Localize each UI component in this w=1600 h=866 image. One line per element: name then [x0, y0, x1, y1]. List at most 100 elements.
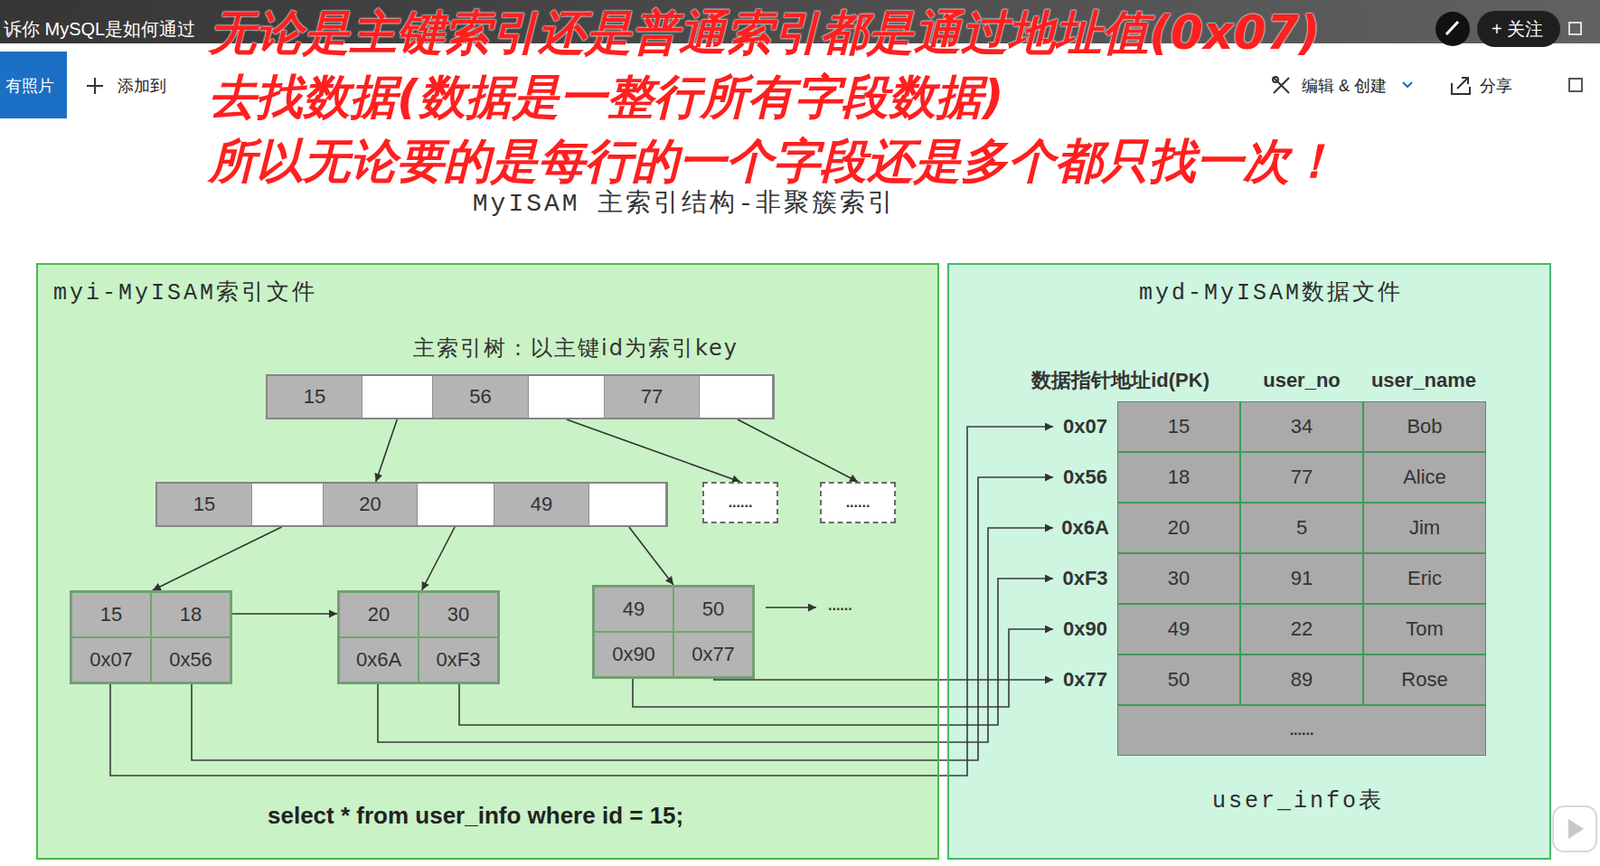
- address-value: 0x6A: [1061, 516, 1110, 540]
- panel-text: user_name: [1371, 368, 1477, 393]
- field-cell: 34: [1240, 401, 1364, 452]
- address-label: 0x90: [1053, 603, 1118, 655]
- field-cell: 20: [1117, 502, 1241, 554]
- address-value: 0x56: [1063, 465, 1108, 490]
- key-number: 50: [702, 597, 725, 622]
- tree-arrow: [422, 527, 456, 591]
- next-leaf-arrow: [765, 606, 817, 609]
- panel-text: 数据指针地址id(PK): [1031, 368, 1210, 393]
- key-cell: 56: [432, 376, 529, 418]
- field-cell: Rose: [1363, 654, 1487, 706]
- key-number: 49: [530, 492, 553, 517]
- pointer-line: [714, 678, 1054, 680]
- share-icon: [1451, 77, 1470, 95]
- key-cell: 20: [338, 592, 419, 638]
- field-value: 34: [1290, 414, 1313, 439]
- address-value: 0x07: [89, 648, 133, 672]
- address-cell: 0x90: [593, 631, 674, 678]
- address-label: 0xF3: [1053, 553, 1118, 604]
- field-cell: 91: [1240, 553, 1364, 604]
- field-cell: 77: [1240, 451, 1364, 503]
- address-label: 0x56: [1053, 451, 1118, 503]
- tree-arrow: [376, 419, 398, 482]
- field-value: 15: [1167, 414, 1190, 439]
- field-cell: 15: [1117, 401, 1241, 452]
- pointer-line: [377, 527, 1054, 743]
- follow-text: + 关注: [1491, 18, 1544, 40]
- play-triangle: [1568, 818, 1584, 839]
- field-value: 18: [1167, 465, 1190, 490]
- pointer-cell: [699, 376, 773, 418]
- key-number: 18: [179, 602, 202, 627]
- field-value: 89: [1290, 668, 1313, 692]
- leaf-node: 15 18 0x07 0x56: [69, 590, 233, 685]
- key-number: 15: [303, 385, 326, 409]
- data-row: 0xF33091Eric: [1053, 553, 1487, 604]
- address-label: 0x6A: [1053, 502, 1118, 554]
- address-value: 0x56: [169, 648, 213, 672]
- field-value: Eric: [1407, 566, 1442, 591]
- key-cell: 15: [267, 376, 363, 418]
- pointer-cell: [528, 376, 605, 418]
- key-number: 15: [100, 602, 123, 627]
- pointer-line: [110, 426, 1054, 776]
- leaf-node: 49500x900x77: [592, 584, 755, 679]
- diagram-title: MyISAM 主索引结构-非聚簇索引: [472, 190, 896, 218]
- field-cell: 50: [1117, 654, 1241, 706]
- field-cell: Jim: [1363, 502, 1487, 554]
- address-cell: 0xF3: [418, 637, 499, 683]
- field-cell: 5: [1240, 502, 1364, 554]
- leaf-node: 20300x6A0xF3: [337, 590, 500, 685]
- ellipsis-text: ......: [728, 493, 753, 512]
- key-number: 56: [469, 385, 491, 409]
- key-number: 49: [622, 597, 645, 622]
- key-number: 20: [367, 602, 390, 627]
- field-cell: Eric: [1363, 553, 1487, 604]
- file-panel: myi-MyISAM索引文件主索引树：以主键id为索引key select * f…: [36, 263, 940, 860]
- panel-text: 主索引树：以主键id为索引key: [413, 334, 739, 362]
- panel-text: select * from user_info where id = 15;: [267, 800, 684, 830]
- key-cell: 15: [157, 483, 253, 526]
- play-button: [1552, 806, 1597, 852]
- placeholder-node: ......: [819, 481, 896, 524]
- tree-arrow: [566, 419, 741, 482]
- follow-pill: [1477, 10, 1561, 48]
- field-value: Jim: [1409, 516, 1440, 540]
- field-value: 5: [1296, 516, 1308, 540]
- address-cell: 0x6A: [338, 637, 419, 683]
- pointer-cell: [362, 376, 433, 418]
- key-cell: 15: [71, 592, 151, 638]
- tree-arrow: [232, 612, 338, 615]
- address-value: 0x6A: [356, 648, 402, 672]
- pointer-line: [191, 477, 1054, 761]
- address-value: 0x90: [611, 642, 656, 667]
- address-value: 0x90: [1063, 617, 1108, 641]
- key-number: 15: [193, 492, 216, 517]
- address-value: 0x07: [1063, 414, 1108, 439]
- data-row: 0x904922Tom: [1053, 603, 1487, 655]
- address-value: 0xF3: [436, 648, 481, 672]
- panel-text: myi-MyISAM索引文件: [53, 280, 318, 308]
- data-row: 0x77 50 89 Rose: [1053, 654, 1487, 706]
- field-cell: Tom: [1363, 603, 1487, 655]
- file-panel: myd-MyISAM数据文件数据指针地址id(PK)user_nouser_na…: [947, 263, 1552, 860]
- field-value: Rose: [1401, 668, 1448, 692]
- field-value: 91: [1290, 566, 1313, 591]
- ellipsis-text: ......: [846, 493, 871, 512]
- panel-text: myd-MyISAM数据文件: [1138, 280, 1403, 308]
- index-node: 155677: [265, 374, 775, 420]
- chevron-icon: [1402, 82, 1412, 87]
- note-text: 无论是主键索引还是普通索引都是通过地址值(0x07): [208, 5, 1321, 60]
- index-node: 152049: [155, 481, 669, 528]
- field-value: 50: [1167, 668, 1190, 692]
- address-label: 0x77: [1053, 654, 1118, 706]
- pointer-cell: [589, 483, 667, 526]
- pointer-cell: [417, 483, 495, 526]
- data-row: 0x561877Alice: [1053, 451, 1487, 503]
- address-cell: 0x56: [150, 637, 231, 683]
- field-value: Tom: [1405, 617, 1444, 641]
- field-value: 22: [1290, 617, 1313, 641]
- key-cell: 49: [494, 483, 590, 526]
- key-cell: 50: [673, 586, 753, 632]
